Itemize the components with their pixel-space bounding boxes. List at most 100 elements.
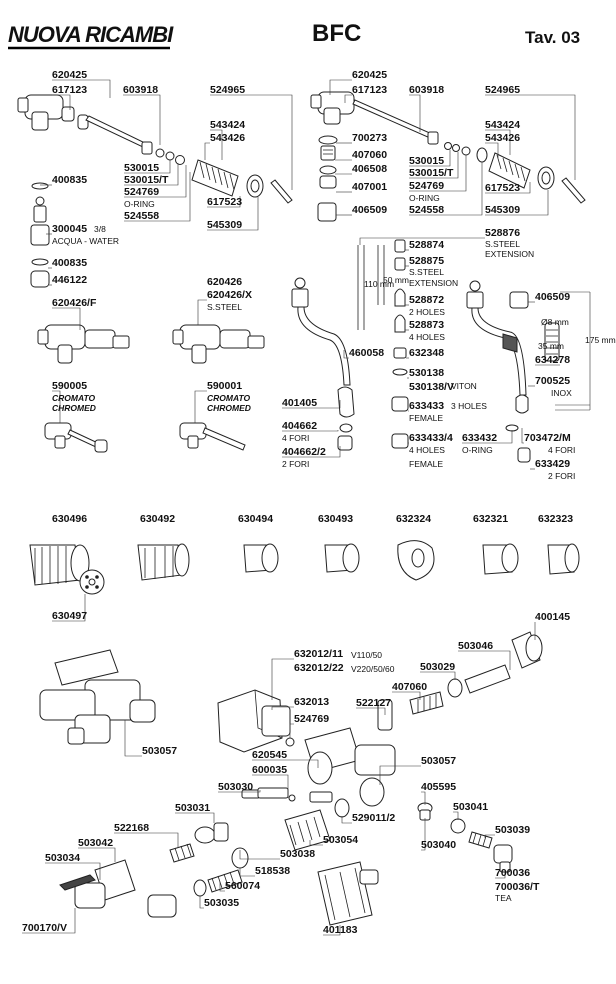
part-note: ACQUA - WATER bbox=[52, 236, 120, 246]
table-number: Tav. 03 bbox=[525, 28, 581, 47]
part-number-label: 530015/T bbox=[124, 174, 169, 186]
chromed-label-2: CHROMED bbox=[207, 403, 251, 413]
part-number-label: 503041 bbox=[453, 801, 489, 813]
part-number-label: 703472/M bbox=[524, 432, 571, 444]
part-number-label: 503029 bbox=[420, 661, 456, 673]
part-number-label: 543424 bbox=[485, 119, 521, 131]
part-note: 3 HOLES bbox=[451, 401, 487, 411]
valve-503057 bbox=[39, 649, 156, 745]
part-number-label: 524769 bbox=[124, 186, 160, 198]
part-note: 175 mm bbox=[585, 335, 616, 345]
part-number-label: 603918 bbox=[409, 84, 445, 96]
part-number-label: 503039 bbox=[495, 824, 531, 836]
part-number-label: 633433/4 bbox=[409, 432, 453, 444]
part-number-label: 524558 bbox=[409, 204, 445, 216]
brand-logo: NUOVA RICAMBI bbox=[8, 22, 173, 47]
steam-valve-left bbox=[17, 94, 293, 288]
part-number-label: 522168 bbox=[114, 822, 150, 834]
part-number-label: 524965 bbox=[485, 84, 521, 96]
part-number-label: 524769 bbox=[409, 180, 445, 192]
part-number-label: 401183 bbox=[323, 924, 358, 936]
part-number-label: 404662/2 bbox=[282, 446, 326, 458]
part-number-label: 528876 bbox=[485, 227, 521, 239]
part-number-label: 632012/22 bbox=[294, 662, 344, 674]
part-note: FEMALE bbox=[409, 413, 444, 423]
part-note: O-RING bbox=[462, 445, 493, 455]
part-number-label: 528872 bbox=[409, 294, 445, 306]
part-number-label: 407060 bbox=[352, 149, 388, 161]
part-note: V220/50/60 bbox=[351, 664, 395, 674]
part-note: TEA bbox=[495, 893, 512, 903]
part-number-label: 407060 bbox=[392, 681, 428, 693]
part-number-label: 503042 bbox=[78, 837, 114, 849]
part-number-label: 543426 bbox=[210, 132, 246, 144]
part-number-label: 630496 bbox=[52, 513, 88, 525]
part-number-label: 524965 bbox=[210, 84, 246, 96]
part-number-label: 404662 bbox=[282, 420, 318, 432]
part-number-label: 603918 bbox=[123, 84, 159, 96]
part-number-label: 460058 bbox=[349, 347, 385, 359]
part-number-label: 617123 bbox=[52, 84, 88, 96]
part-number-label: 528875 bbox=[409, 255, 445, 267]
part-number-label: 543424 bbox=[210, 119, 246, 131]
part-number-label: 446122 bbox=[52, 274, 88, 286]
exploded-diagram bbox=[8, 46, 591, 936]
part-note: 3/8 bbox=[94, 224, 106, 234]
part-number-label: 545309 bbox=[207, 219, 243, 231]
part-number-label: 633433 bbox=[409, 400, 445, 412]
page-title: BFC bbox=[312, 20, 362, 47]
part-note: S.STEEL bbox=[485, 239, 520, 249]
steam-wand-700525 bbox=[466, 280, 560, 414]
part-number-label: 630493 bbox=[318, 513, 354, 525]
part-number-label: 401405 bbox=[282, 397, 318, 409]
part-number-label: 503057 bbox=[142, 745, 178, 757]
part-number-label: 632012/11 bbox=[294, 648, 344, 660]
part-number-label: 700525 bbox=[535, 375, 571, 387]
part-number-label: 543426 bbox=[485, 132, 521, 144]
valve-590005 bbox=[44, 422, 108, 453]
part-number-label: 620426/X bbox=[207, 289, 252, 301]
part-note: 2 FORI bbox=[548, 471, 576, 481]
part-number-label: 632321 bbox=[473, 513, 509, 525]
part-number-label: 630497 bbox=[52, 610, 88, 622]
part-number-label: 700273 bbox=[352, 132, 388, 144]
part-number-label: 700170/V bbox=[22, 922, 67, 934]
part-number-label: 620425 bbox=[52, 69, 88, 81]
part-note: O-RING bbox=[124, 199, 155, 209]
part-number-label: 503040 bbox=[421, 839, 457, 851]
part-note: 4 HOLES bbox=[409, 332, 445, 342]
part-number-label: 518538 bbox=[255, 865, 291, 877]
part-number-label: 400835 bbox=[52, 174, 88, 186]
part-number-label: 406509 bbox=[535, 291, 571, 303]
cromato-label-1: CROMATO bbox=[52, 393, 96, 403]
valve-620426-f bbox=[37, 324, 130, 364]
sprayers-row bbox=[29, 540, 580, 595]
part-number-label: 620426/F bbox=[52, 297, 97, 309]
part-note: EXTENSION bbox=[485, 249, 535, 259]
part-number-label: 590005 bbox=[52, 380, 88, 392]
part-note: INOX bbox=[551, 388, 572, 398]
part-number-label: 503034 bbox=[45, 852, 81, 864]
part-number-label: 400835 bbox=[52, 257, 88, 269]
part-note: V110/50 bbox=[351, 650, 383, 660]
part-number-label: 530138/V bbox=[409, 381, 454, 393]
part-number-label: 630492 bbox=[140, 513, 176, 525]
part-number-label: 503046 bbox=[458, 640, 494, 652]
part-number-label: 634278 bbox=[535, 354, 571, 366]
part-number-label: 633429 bbox=[535, 458, 571, 470]
part-note: S.STEEL bbox=[207, 302, 242, 312]
part-number-label: 524769 bbox=[294, 713, 330, 725]
part-number-label: 545309 bbox=[485, 204, 521, 216]
part-number-label: 620425 bbox=[352, 69, 388, 81]
part-number-label: 530015 bbox=[409, 155, 445, 167]
leader-lines bbox=[22, 79, 576, 936]
part-number-label: 700036 bbox=[495, 867, 531, 879]
part-note: 4 HOLES bbox=[409, 445, 445, 455]
part-note: VITON bbox=[451, 381, 477, 391]
part-number-label: 503057 bbox=[421, 755, 457, 767]
steam-wand-460058 bbox=[291, 277, 355, 451]
part-number-label: 528873 bbox=[409, 319, 445, 331]
part-number-label: 407001 bbox=[352, 181, 388, 193]
part-number-label: 530015/T bbox=[409, 167, 454, 179]
part-number-label: 503031 bbox=[175, 802, 211, 814]
